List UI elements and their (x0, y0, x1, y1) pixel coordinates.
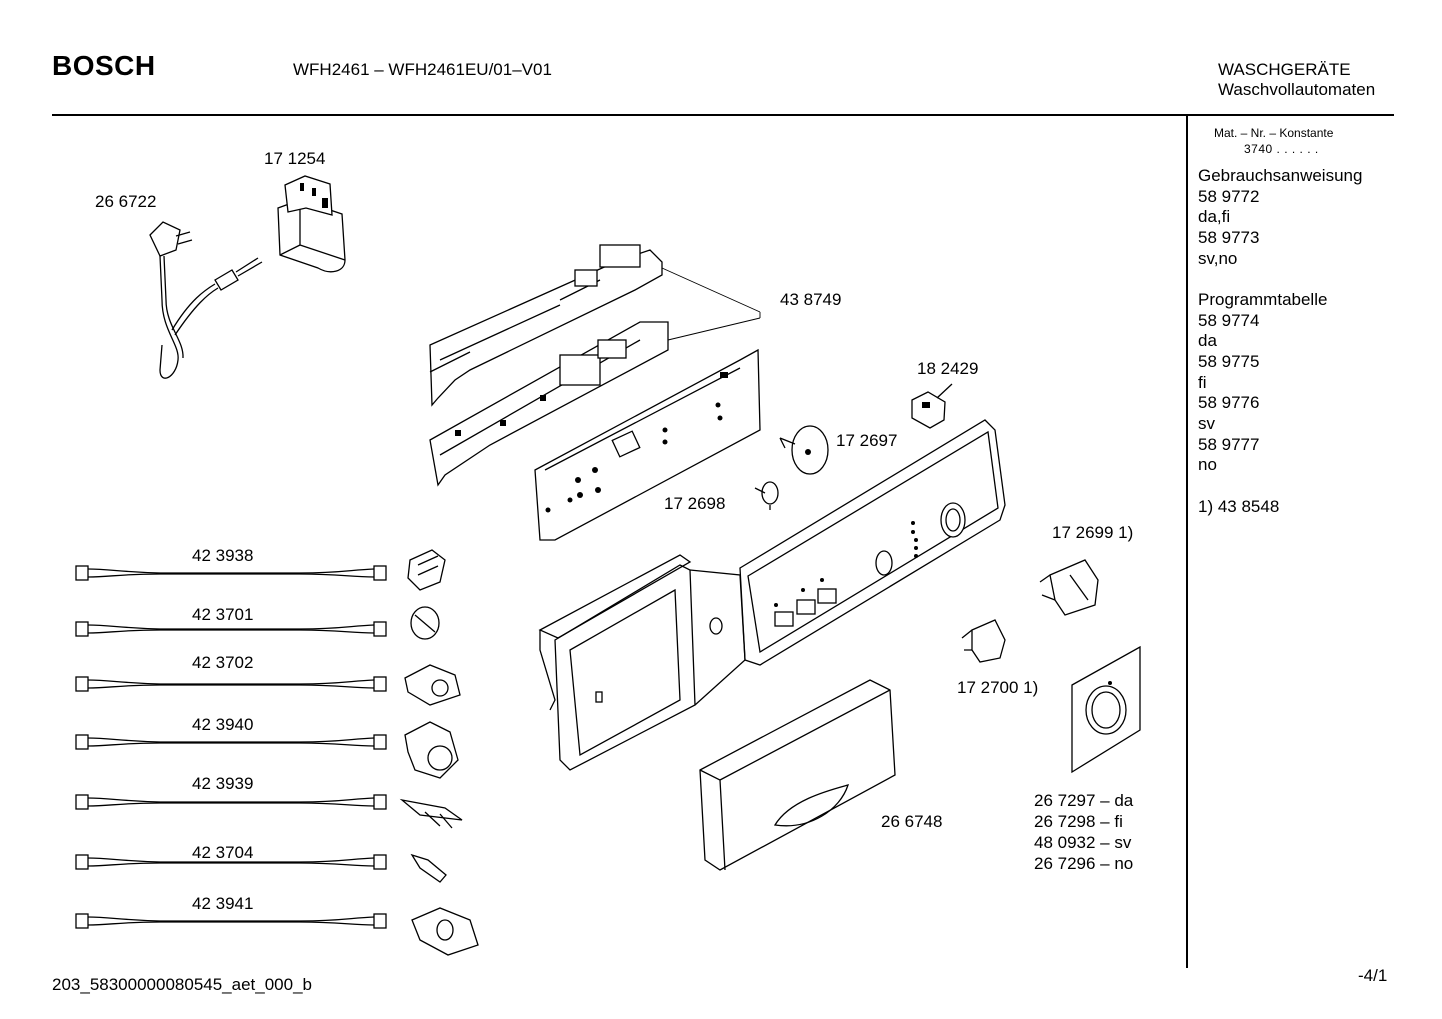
sidebar-line: no (1198, 455, 1217, 474)
sidebar-line: Gebrauchsanweisung (1198, 166, 1363, 185)
selector-knob-drawing (754, 425, 829, 510)
model-number: WFH2461 – WFH2461EU/01–V01 (293, 60, 552, 79)
sidebar-line: 58 9776 (1198, 393, 1260, 412)
bosch-logo: BOSCH (52, 50, 156, 81)
temperature-knob-drawing (961, 619, 1006, 663)
sidebar-line: 1) 43 8548 (1198, 497, 1280, 516)
harness-label: 42 3701 (192, 605, 254, 624)
part-label-power-cord: 26 6722 (95, 192, 157, 211)
sidebar-line: sv,no (1198, 249, 1238, 268)
bracket-drawing (911, 383, 953, 429)
category-title: WASCHGERÄTE (1218, 60, 1351, 79)
drawer-handle-drawing (538, 554, 746, 771)
part-label-knob-172699: 17 2699 1) (1052, 523, 1134, 542)
page-number: -4/1 (1358, 966, 1388, 985)
sidebar-line: 58 9773 (1198, 228, 1260, 247)
part-label-module-housing: 43 8749 (780, 290, 842, 309)
part-label-drawer-cover: 26 6748 (881, 812, 943, 831)
harness-label: 42 3941 (192, 894, 254, 913)
part-label-knob-172697: 17 2697 (836, 431, 898, 450)
drawer-cover-drawing (699, 679, 896, 871)
document-id: 203_58300000080545_aet_000_b (52, 975, 312, 994)
mat-nr-value: 3740 . . . . . . (1244, 142, 1319, 156)
part-label-knob-172698: 17 2698 (664, 494, 726, 513)
part-label-variant: 26 7298 – fi (1034, 812, 1123, 831)
sidebar-divider (1186, 116, 1188, 968)
sidebar-line: fi (1198, 373, 1207, 392)
sidebar-line: 58 9772 (1198, 187, 1260, 206)
mat-nr-label: Mat. – Nr. – Konstante (1214, 126, 1334, 140)
sidebar-line: sv (1198, 414, 1215, 433)
sidebar-line: 58 9775 (1198, 352, 1260, 371)
part-label-variant: 48 0932 – sv (1034, 833, 1132, 852)
power-cord-drawing (149, 221, 263, 379)
harness-label: 42 3702 (192, 653, 254, 672)
part-label-variant: 26 7297 – da (1034, 791, 1134, 810)
part-label-variant: 26 7296 – no (1034, 854, 1134, 873)
sidebar-line: Programmtabelle (1198, 290, 1328, 309)
harness-label: 42 3938 (192, 546, 254, 565)
part-label-bracket: 18 2429 (917, 359, 979, 378)
part-label-suppressor: 17 1254 (264, 149, 326, 168)
harness-component-drawings (399, 549, 479, 956)
program-knob-drawing (1039, 559, 1099, 616)
category-subtitle: Waschvollautomaten (1218, 80, 1376, 99)
harness-label: 42 3940 (192, 715, 254, 734)
wiring-harness-drawings (75, 565, 387, 929)
harness-label: 42 3939 (192, 774, 254, 793)
electronic-module-drawing (429, 244, 761, 541)
dial-label-plate-drawing (1071, 645, 1141, 774)
suppressor-drawing (277, 175, 346, 273)
part-label-knob-172700: 17 2700 1) (957, 678, 1039, 697)
sidebar-line: 58 9777 (1198, 435, 1260, 454)
control-panel-drawing (739, 419, 1006, 666)
harness-label: 42 3704 (192, 843, 254, 862)
sidebar-line: 58 9774 (1198, 311, 1260, 330)
header-divider (52, 114, 1394, 116)
sidebar-line: da,fi (1198, 207, 1231, 226)
sidebar-line: da (1198, 331, 1217, 350)
